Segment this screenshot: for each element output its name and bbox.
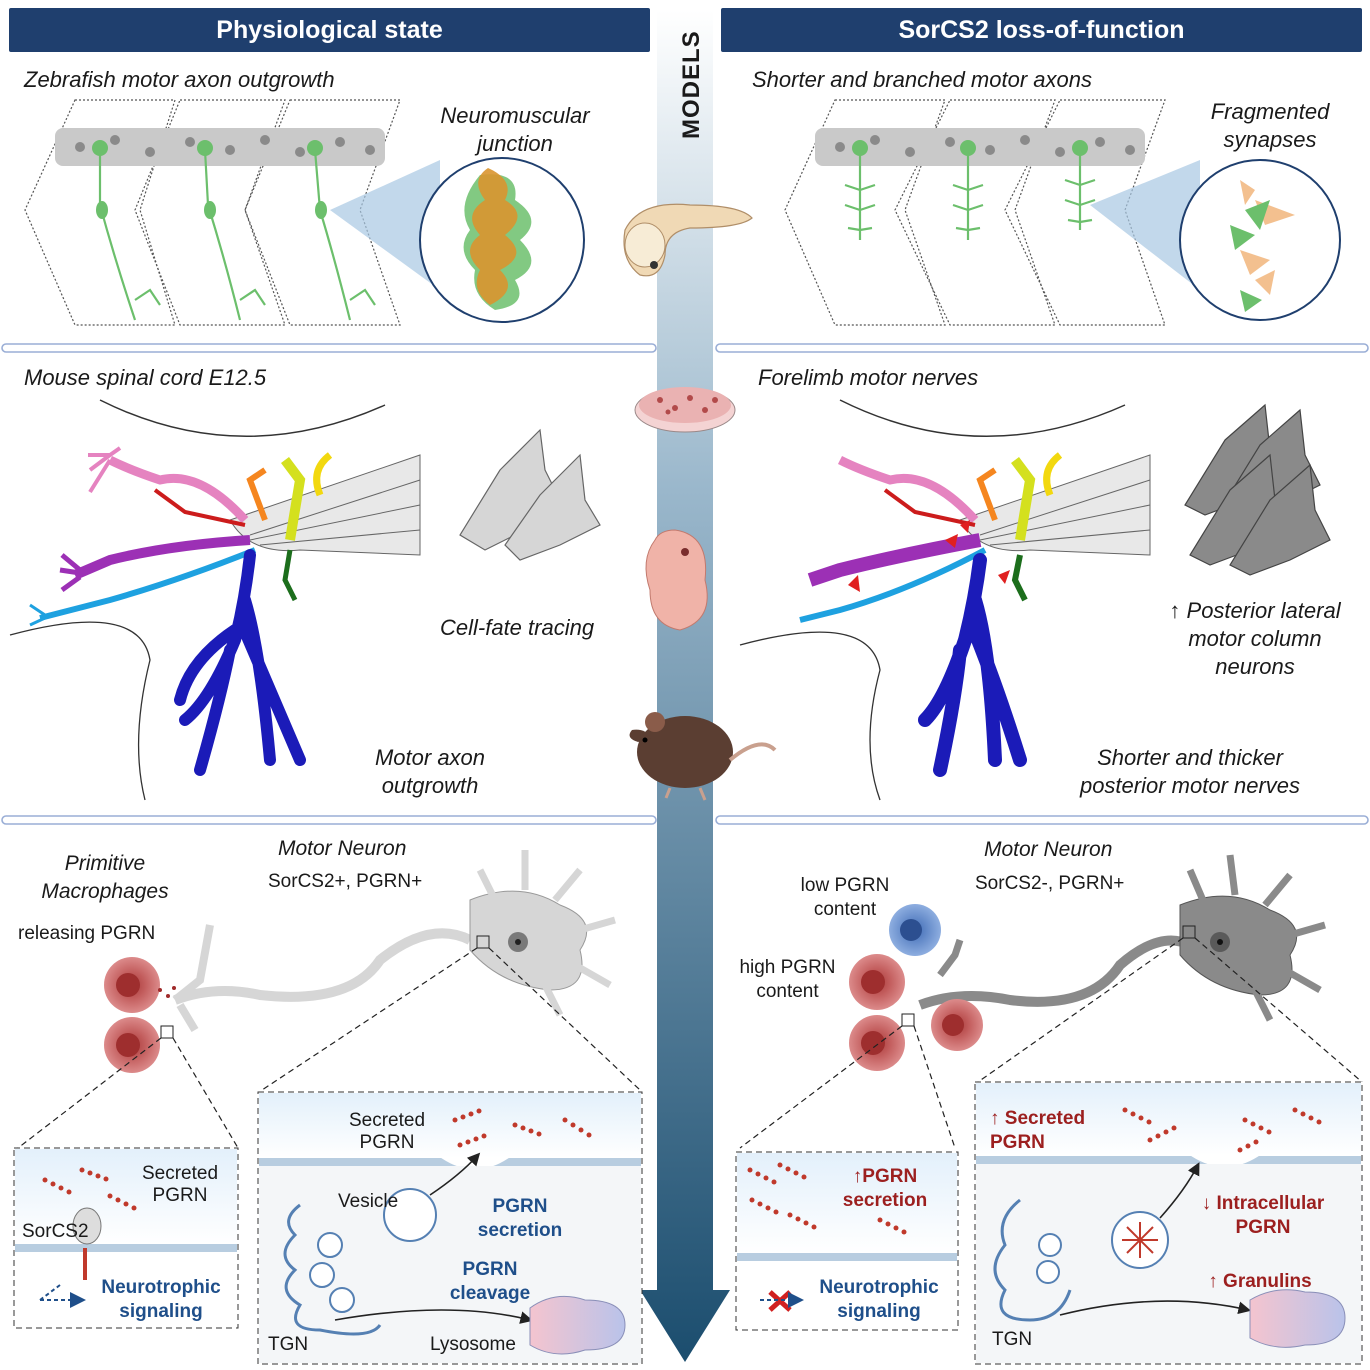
row-separators [1,343,1369,825]
motor-neuron-title-right: Motor Neuron [984,838,1113,861]
zoom-lines-left [17,947,641,1149]
spinal-cord-right [739,399,1151,801]
spinal-band-right [815,128,1145,166]
synapse-circle-right [1179,159,1341,321]
spinal-band-left [55,128,385,166]
spinal-cord-left [9,399,421,801]
motor-somas-left [92,140,327,219]
box1-sorcs2-label: SorCS2 [22,1221,89,1242]
box3-pgrn-secretion: ↑PGRN secretion [842,1166,928,1211]
cells-right [1184,403,1331,576]
motor-axons-left [98,149,376,321]
zoom-box-cell-right [974,1081,1363,1365]
cell-fate-label: Cell-fate tracing [440,615,595,640]
models-arrow [640,10,730,1362]
box2-secretion-label: PGRN secretion [477,1196,563,1241]
models-label: MODELS [678,30,705,140]
motor-somas-right [852,140,1088,156]
high-pgrn-content-label: high PGRN content [739,957,836,1002]
motor-neuron-title-left: Motor Neuron [278,837,407,860]
box2-cleavage-label: PGRN cleavage [449,1259,531,1304]
box4-secreted-pgrn: ↑ Secreted PGRN [990,1108,1086,1153]
box3-neurotrophic-label: Neurotrophic signaling [819,1277,939,1322]
motor-neuron-sub-right: SorCS2-, PGRN+ [975,873,1125,894]
shorter-branched-title: Shorter and branched motor axons [752,67,1092,92]
header-physiological: Physiological state [9,8,650,52]
box2-lysosome-label: Lysosome [430,1334,516,1355]
nmj-callout-cone-left [330,160,440,290]
cells-left [459,428,601,561]
zoom-box-cell-left [257,1091,643,1365]
zebrafish-segments-left [24,99,401,326]
motor-axon-outgrowth-label: Motor axon outgrowth [374,745,486,798]
zoom-box-secretion-right [735,1151,959,1331]
box2-tgn-label: TGN [268,1334,309,1355]
zebrafish-segments-right [784,99,1166,326]
forelimb-title: Forelimb motor nerves [758,365,979,390]
box1-secreted-pgrn: Secreted PGRN [141,1163,219,1206]
primitive-macrophages-label: Primitive Macrophages [41,852,169,903]
releasing-pgrn-label: releasing PGRN [18,923,156,944]
box2-vesicle-label: Vesicle [338,1191,399,1212]
box4-tgn-label: TGN [992,1329,1033,1350]
nmj-label: Neuromuscular junction [440,103,590,156]
neuron-right [918,854,1326,1022]
mouse-icon [629,712,777,801]
box4-intracellular-pgrn: ↓ Intracellular PGRN [1201,1193,1325,1238]
motor-neuron-sub-left: SorCS2+, PGRN+ [268,871,423,892]
macrophages-right [849,904,983,1071]
zebrafish-title: Zebrafish motor axon outgrowth [24,67,335,92]
nmj-circle-left [419,157,585,323]
fragmented-synapses-label: Fragmented synapses [1210,99,1330,152]
posterior-lmc-label: ↑ Posterior lateral motor column neurons [1169,598,1341,679]
zoom-lines-right [739,937,1363,1149]
neuron-left [172,850,616,1033]
zoom-box-receptor [13,1147,239,1329]
shorter-thicker-label: Shorter and thicker posterior motor nerv… [1079,745,1301,798]
box4-granulins: ↑ Granulins [1208,1271,1312,1292]
petri-dish-icon [634,387,736,433]
macrophages-left [104,957,176,1073]
box1-neurotrophic-label: Neurotrophic signaling [101,1277,221,1322]
low-pgrn-content-label: low PGRN content [800,875,890,920]
header-loss-of-function: SorCS2 loss-of-function [721,8,1362,52]
zebrafish-embryo-icon [623,203,753,277]
mouse-embryo-icon [645,529,708,631]
synapse-callout-cone-right [1090,160,1200,290]
branched-axons-right [844,150,1096,240]
box2-secreted-pgrn: Secreted PGRN [348,1110,426,1153]
mouse-spinal-title: Mouse spinal cord E12.5 [24,365,267,390]
